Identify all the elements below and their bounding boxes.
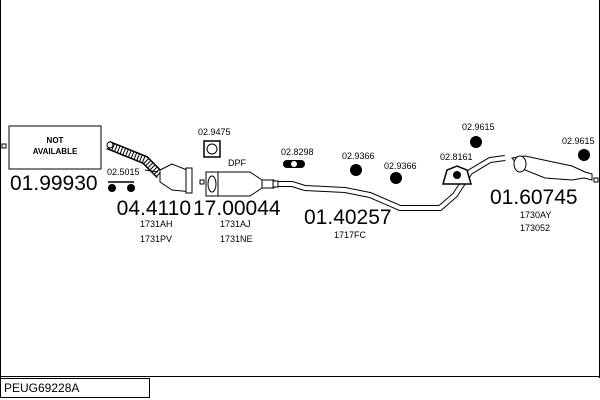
catalyst-part[interactable]: 04.4110 1731AH 1731PV [106,140,193,244]
dpf-part[interactable]: DPF 17.00044 1731AJ 1731NE [193,158,281,244]
hanger-code: 02.8161 [440,152,473,162]
clamp-kit-code: 02.5015 [107,167,140,177]
not-available-line2: AVAILABLE [33,147,78,156]
dpf-label: DPF [228,158,247,168]
dpf-ref2: 1731NE [220,234,253,244]
diagram-reference: PEUG69228A [0,378,150,398]
hanger-part[interactable]: 02.8161 [440,152,473,185]
middle-pipe-part[interactable]: 01.40257 1717FC [272,155,506,240]
gasket-code: 02.9475 [198,127,231,137]
clamp-part[interactable]: 02.8298 [281,147,314,168]
rear-silencer-part[interactable]: 01.60745 1730AY 173052 [490,155,599,233]
front-pipe-part[interactable]: NOT AVAILABLE 01.99930 [1,125,102,195]
catalyst-ref2: 1731PV [140,234,172,244]
not-available-line1: NOT [47,136,64,145]
rubber-mount-2[interactable]: 02.9366 [384,161,417,184]
mount-4-code: 02.9615 [562,136,595,146]
gasket-part[interactable]: 02.9475 [198,127,231,158]
middle-pipe-ref1: 1717FC [334,230,367,240]
mount-3-code: 02.9615 [462,122,495,132]
front-pipe-code: 01.99930 [10,172,98,195]
rear-silencer-ref2: 173052 [520,223,550,233]
mount-2-code: 02.9366 [384,161,417,171]
catalyst-code: 04.4110 [117,197,191,220]
catalyst-ref1: 1731AH [140,219,173,229]
middle-pipe-code: 01.40257 [304,206,392,229]
mount-1-code: 02.9366 [342,151,375,161]
rear-silencer-ref1: 1730AY [520,210,551,220]
rubber-mount-4[interactable]: 02.9615 [562,136,595,161]
rubber-mount-3[interactable]: 02.9615 [462,122,495,148]
clamp-code: 02.8298 [281,147,314,157]
dpf-ref1: 1731AJ [220,219,251,229]
rear-silencer-code: 01.60745 [490,186,578,209]
dpf-code: 17.00044 [193,197,281,220]
clamp-kit-part[interactable]: 02.5015 [107,167,140,192]
rubber-mount-1[interactable]: 02.9366 [342,151,375,176]
